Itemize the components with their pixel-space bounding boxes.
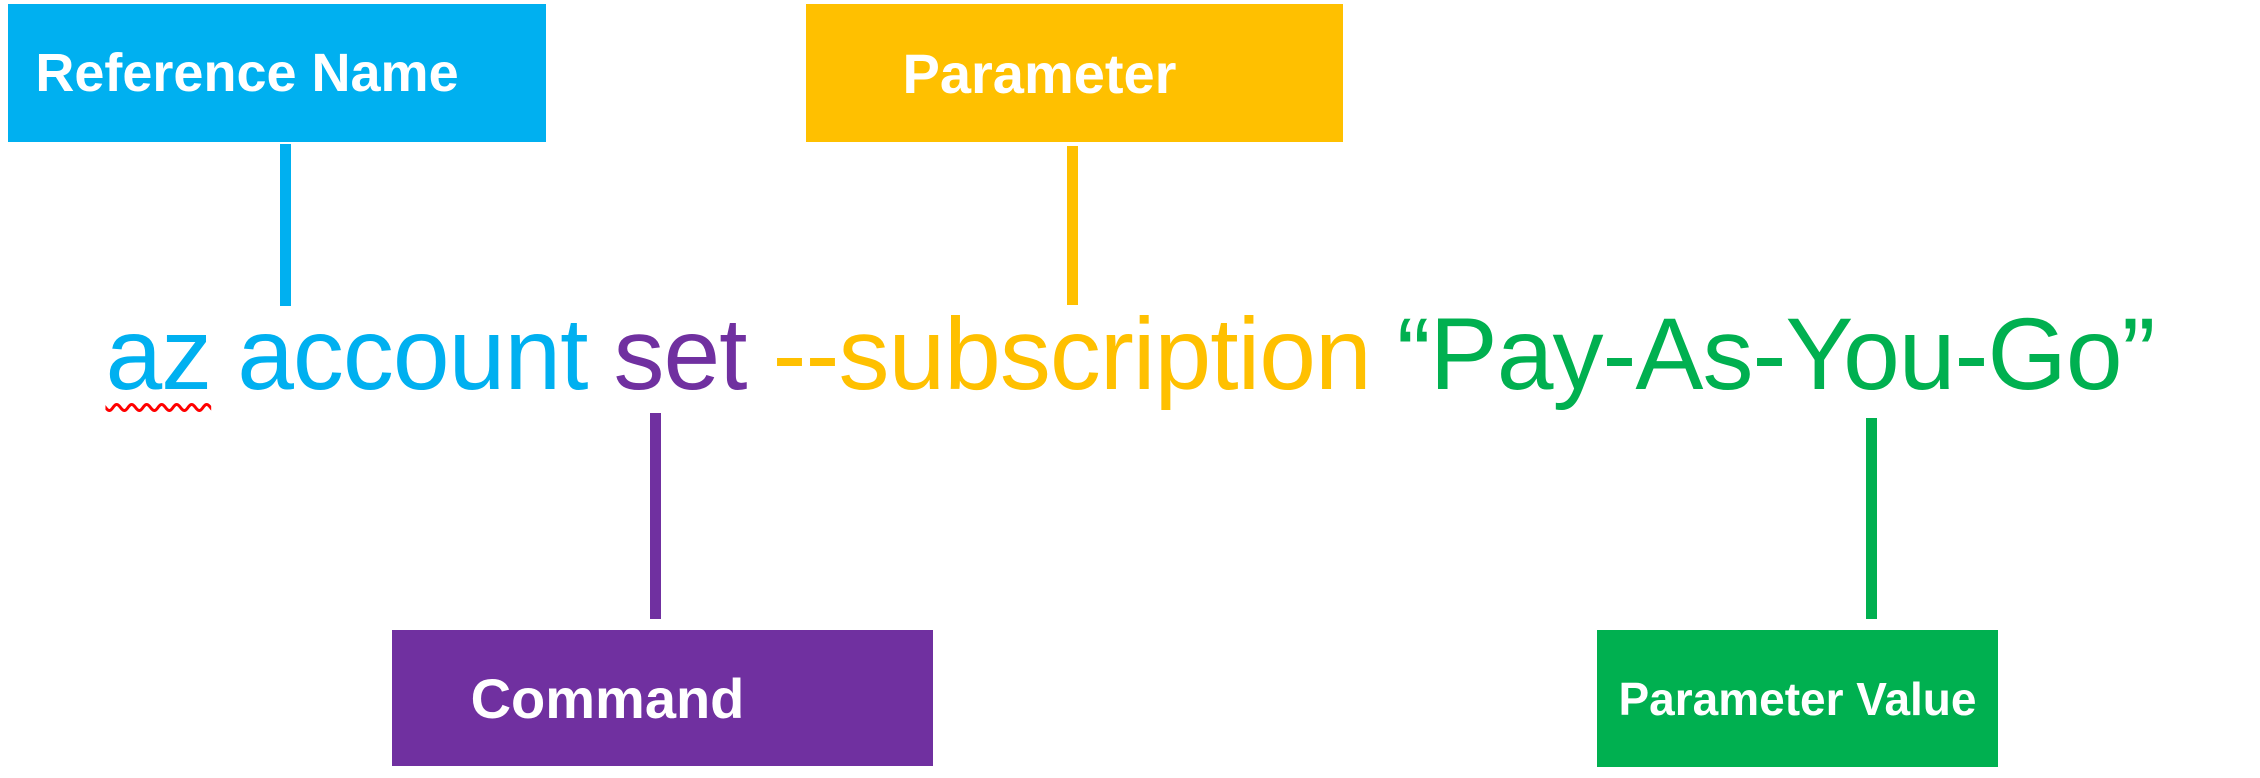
parameter-connector-line (1067, 146, 1078, 305)
command-connector-line (650, 413, 661, 619)
command-callout-box: Command (392, 630, 933, 766)
command-token-account: account (237, 297, 588, 411)
command-callout-label: Command (470, 666, 745, 730)
command-token-az: az (105, 297, 212, 411)
command-token-subscription-parameter: --subscription (772, 297, 1372, 411)
parameter-callout-box: Parameter (806, 4, 1343, 142)
parameter-value-callout-box: Parameter Value (1597, 630, 1998, 767)
parameter-value-connector-line (1866, 418, 1877, 619)
command-token-set: set (613, 297, 747, 411)
reference-name-callout-label: Reference Name (35, 43, 459, 103)
reference-name-callout-box: Reference Name (8, 4, 546, 142)
reference-name-connector-line (280, 144, 291, 306)
parameter-callout-label: Parameter (902, 41, 1177, 105)
command-token-parameter-value: “Pay-As-You-Go” (1396, 297, 2156, 411)
parameter-value-callout-label: Parameter Value (1618, 672, 1977, 725)
